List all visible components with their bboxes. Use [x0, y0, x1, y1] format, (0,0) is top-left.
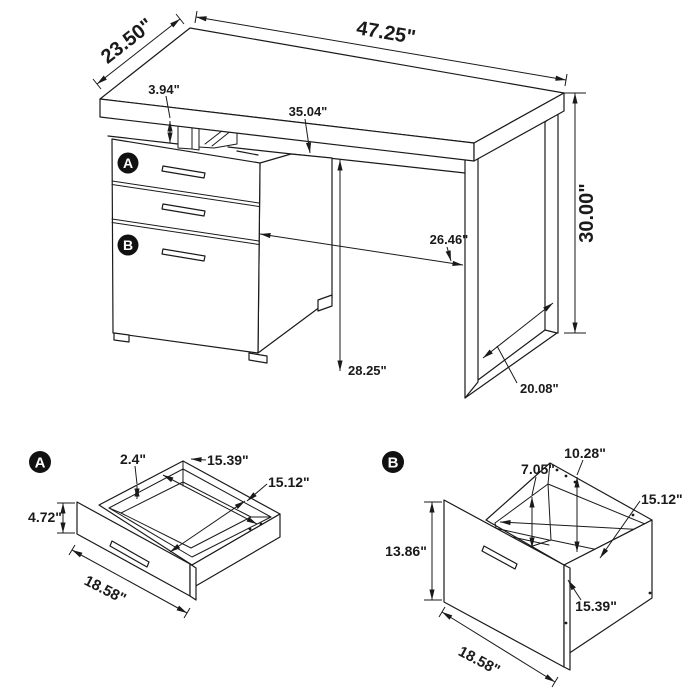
drawer-a-badge-letter: A: [35, 455, 46, 472]
screw-hole-dot: [564, 621, 568, 625]
b-rail-height-leader: [531, 476, 537, 496]
leg-right-bar: [544, 111, 559, 334]
leg-depth-leader: [496, 345, 518, 384]
drawer-b-back-corner-edge: [547, 462, 551, 485]
drawer-b-depth-dim-line: [499, 519, 648, 533]
gap-dim-leader: [165, 95, 171, 119]
b-rail-height-label: 7.05": [521, 461, 555, 477]
badge-a-letter: A: [123, 155, 133, 171]
a-width-label: 15.39": [207, 452, 249, 468]
pedestal-foot-front-right: [248, 352, 268, 364]
b-depth-label: 15.12": [641, 491, 683, 507]
drawer-b-badge-letter: B: [388, 455, 399, 472]
screw-hole-dot: [648, 591, 652, 595]
drawer-divider-line-1: [111, 180, 260, 207]
pedestal-side-face: [257, 153, 333, 354]
drawer-b-view: B 7.05" 10.28" 15.12" 15.39": [382, 445, 683, 688]
b-width-leader: [567, 579, 582, 601]
depth-dim-line: [96, 18, 181, 85]
drawer-a-front-panel-edge: [189, 563, 197, 601]
b-front-width-ticks: [438, 606, 559, 688]
lip-dim-leader: [134, 465, 138, 485]
a-depth-leader: [246, 483, 268, 502]
height-dim-ticks: [564, 92, 586, 334]
drawer-b-badge: [382, 451, 404, 473]
badge-b-marker: [117, 234, 139, 256]
drawer-a-handle: [161, 165, 206, 179]
screw-hole-dot: [555, 468, 559, 472]
b-interior-height-label: 10.28": [564, 445, 606, 461]
pedestal-foot-back-right: [317, 294, 333, 312]
desk-view: A B 23.50" 47.25" 3.94" 35.04" 30.00": [92, 10, 598, 399]
gap-dim-label: 3.94": [148, 82, 179, 97]
a-width-leader: [190, 457, 207, 463]
drawer-a-badge: [29, 451, 51, 473]
leg-depth-dim-line: [482, 302, 554, 359]
b-front-height-label: 13.86": [385, 543, 427, 559]
width-dim-ticks: [194, 10, 568, 87]
a-front-height-label: 4.72": [28, 509, 62, 525]
depth-dim-ticks: [92, 13, 185, 90]
screw-hole-dot: [248, 527, 252, 531]
drawer-divider-line-2: [111, 218, 260, 245]
badge-a-marker: [117, 152, 139, 174]
width-dim-line: [195, 16, 567, 81]
leg-front-bar: [464, 156, 479, 399]
knee-width-dim-line: [259, 233, 464, 266]
a-depth-label: 15.12": [268, 474, 310, 490]
b-depth-leader: [599, 500, 641, 559]
badge-b-letter: B: [123, 237, 133, 253]
drawer-b-detail-handle: [481, 545, 518, 570]
a-front-height-ticks: [57, 502, 75, 534]
drawer-a-view: A 2.4" 15.39" 15.12" 4.72" 18.58": [28, 451, 310, 619]
screw-hole-dot: [631, 513, 635, 517]
knee-width-leader: [445, 246, 452, 262]
b-front-height-ticks: [424, 501, 442, 601]
b-width-label: 15.39": [575, 598, 617, 614]
knee-width-label: 26.46": [430, 232, 469, 247]
screw-hole-dot: [259, 522, 263, 526]
height-dim-label: 30.00": [576, 183, 598, 243]
pedestal-front-face: [111, 138, 261, 354]
underside-dim-label: 35.04": [289, 104, 328, 119]
pedestal-connector-post: [177, 125, 200, 151]
drawer-middle-handle: [161, 203, 206, 217]
pedestal-top-back-edge-left: [107, 135, 179, 145]
drawer-a-depth-dim-line: [169, 500, 246, 553]
b-interior-height-leader: [576, 459, 584, 476]
b-front-width-dim: [441, 611, 556, 683]
screw-hole-dot: [564, 474, 568, 478]
knee-height-label: 28.25": [348, 363, 387, 378]
desktop-right-face: [473, 92, 565, 162]
width-dim-label: 47.25": [355, 17, 417, 49]
drawer-b-handle: [161, 248, 206, 262]
leg-depth-label: 20.08": [520, 381, 559, 396]
lip-dim-label: 2.4": [120, 451, 146, 467]
underside-dim-leader: [304, 118, 312, 154]
a-front-width-ticks: [68, 544, 191, 619]
pedestal-top-back-edge-right: [236, 150, 259, 156]
desk-drawer-pedestal: A B: [107, 123, 333, 364]
screw-hole-dot: [573, 480, 577, 484]
pedestal-foot-front-left: [113, 332, 130, 343]
b-front-width-label: 18.58": [455, 643, 502, 679]
a-front-width-dim: [71, 549, 188, 614]
drawer-b-front-panel-edge: [563, 564, 571, 671]
desk-back-apron-edge: [227, 146, 466, 174]
